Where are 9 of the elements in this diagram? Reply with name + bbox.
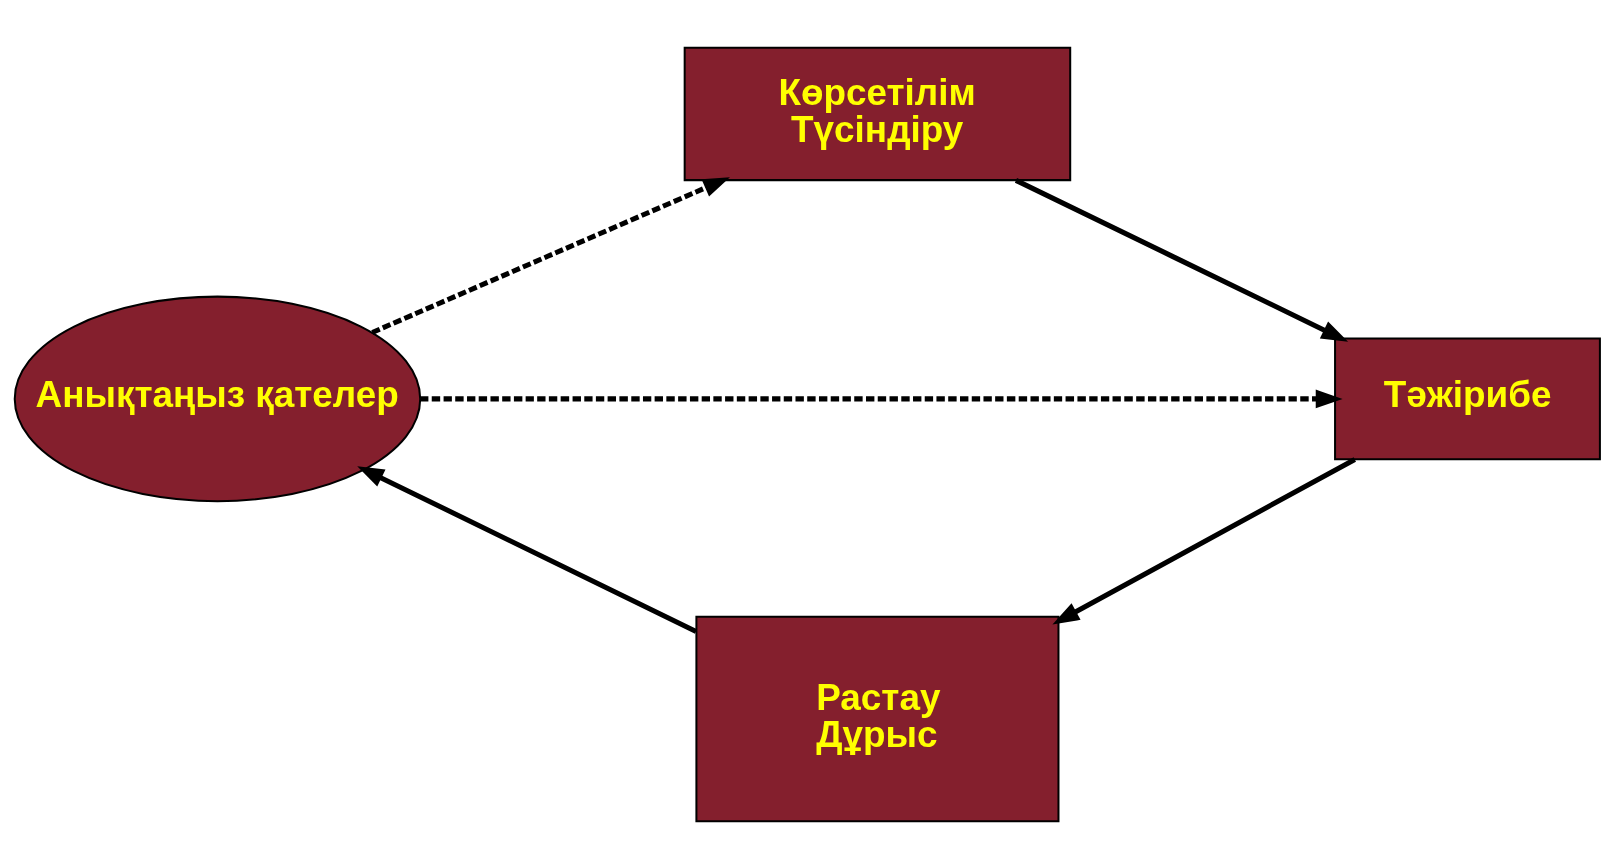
node-box: Растау Дұрыс [695,615,1060,822]
arrow [1052,456,1356,624]
node-box: Тәжірибе [1334,337,1601,460]
arrow [371,176,730,335]
node-box: Көрсетілім Түсіндіру [683,46,1072,181]
arrow [420,388,1343,408]
node-ellipse: Анықтаңыз қателер [13,295,422,502]
arrow [1014,177,1349,342]
arrow [357,465,698,634]
